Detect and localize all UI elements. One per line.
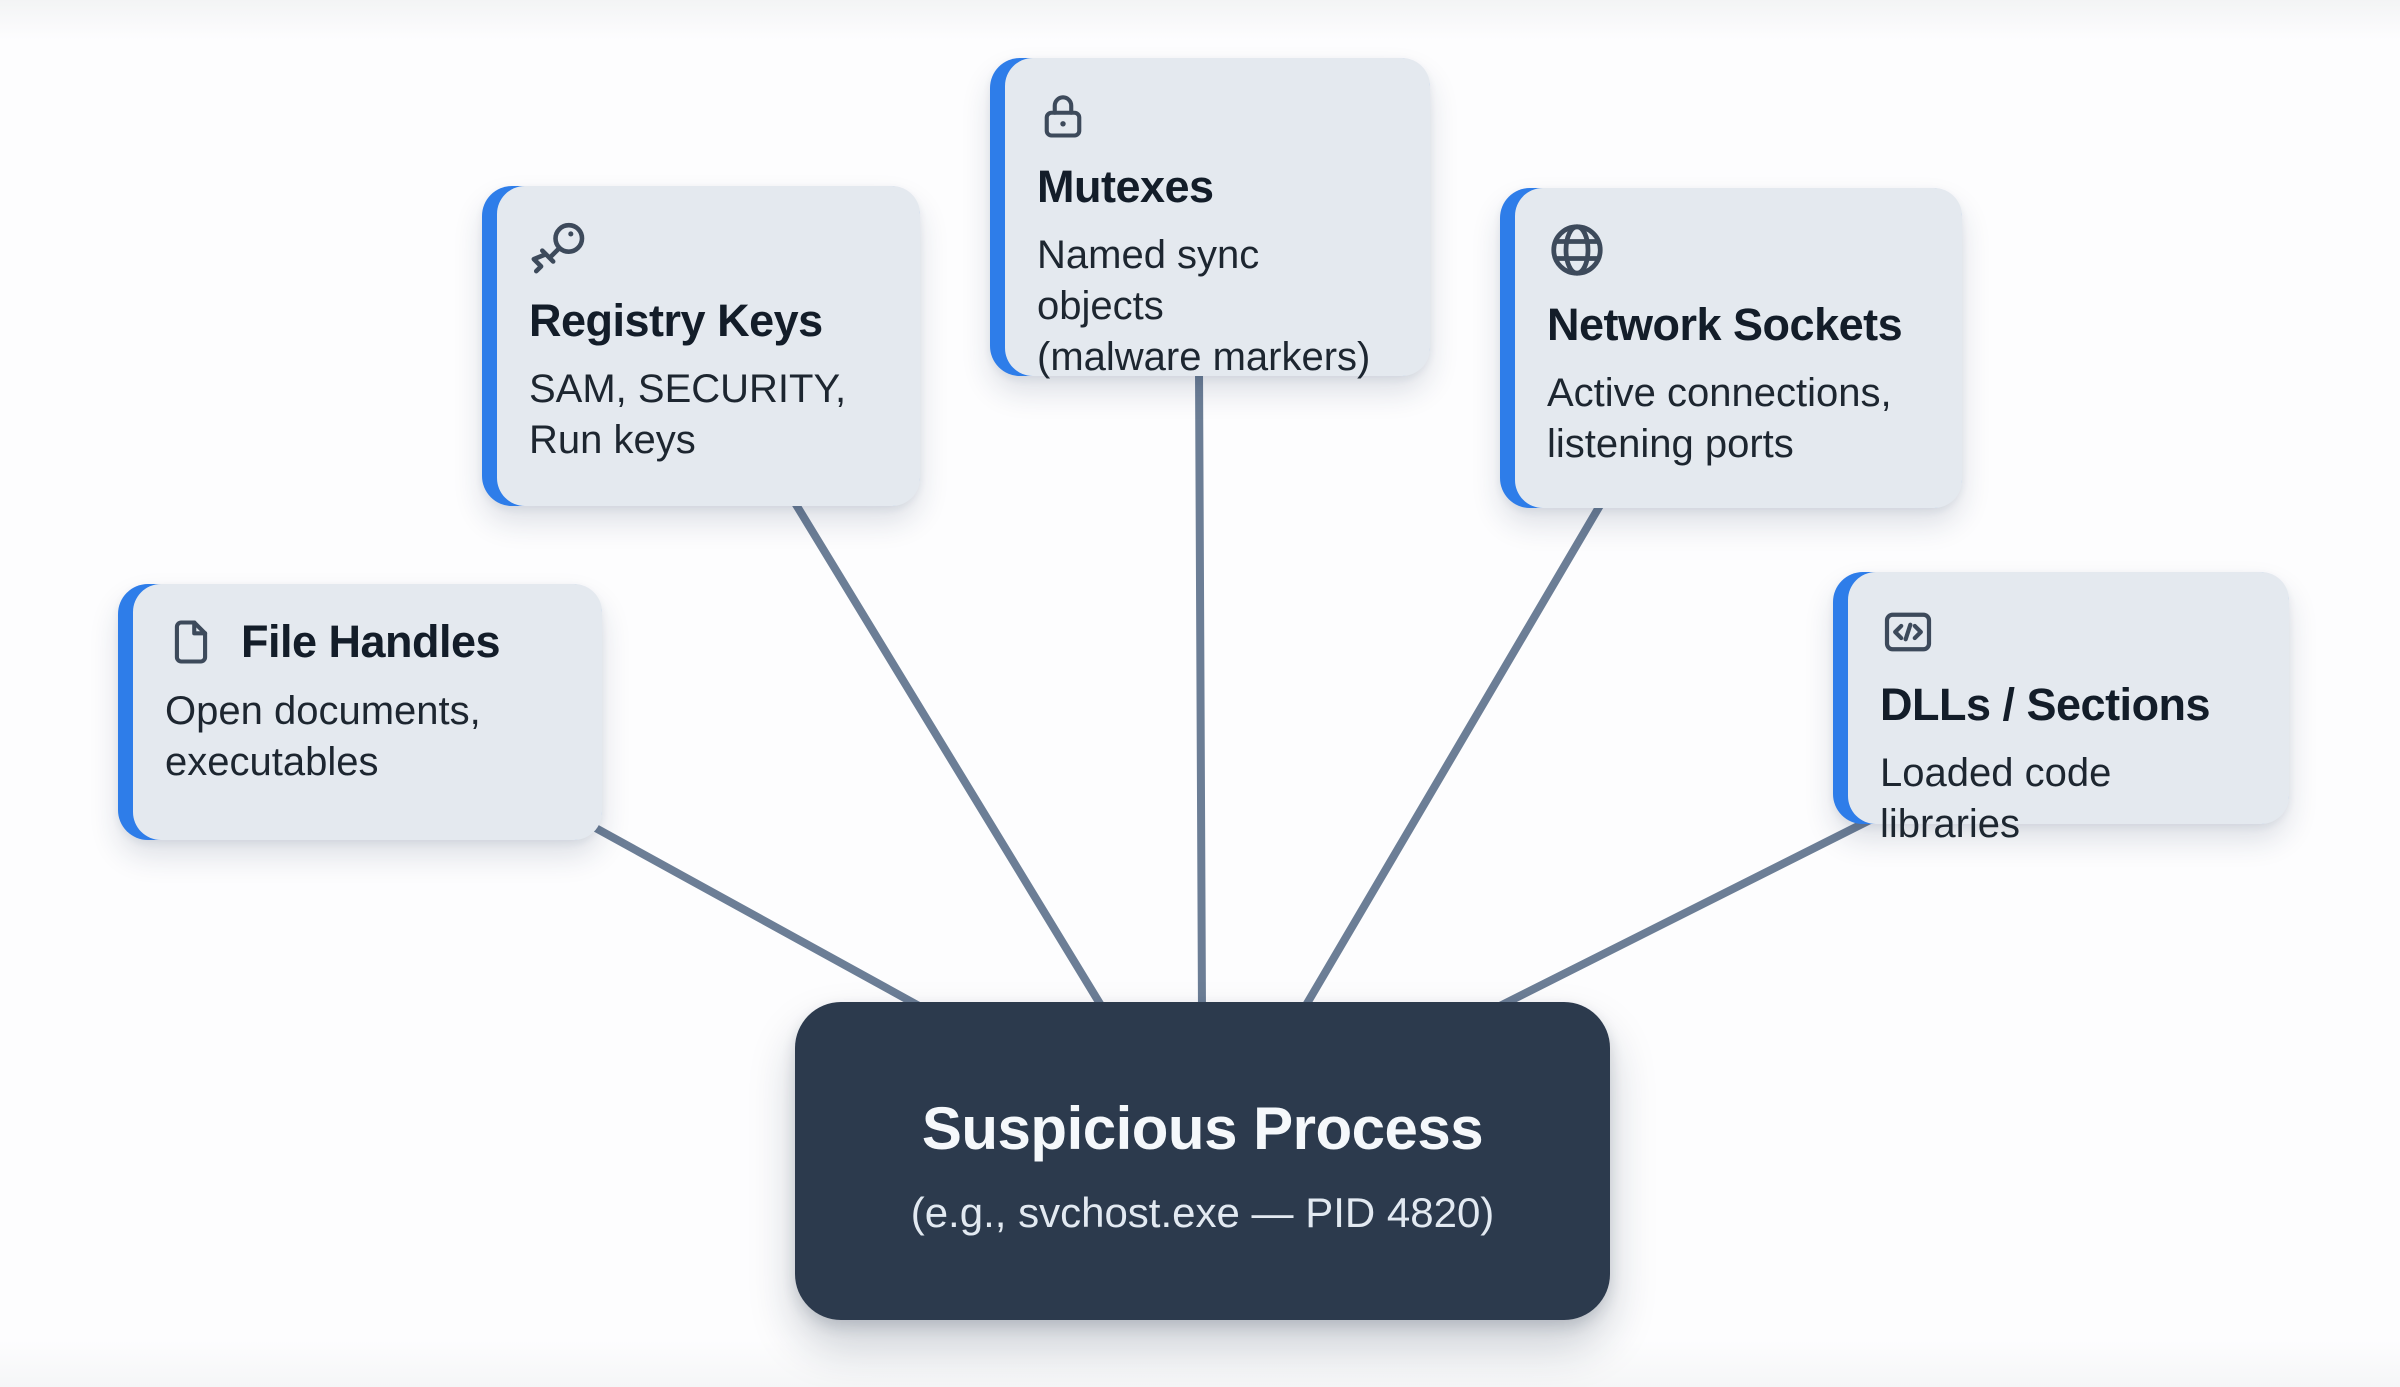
card-title: Registry Keys [529,295,823,346]
card-title: Network Sockets [1547,299,1903,350]
connector-dlls-sections [1484,814,1878,1016]
node-subtitle: (e.g., svchost.exe — PID 4820) [910,1188,1495,1236]
file-icon [165,616,217,668]
card-file-handles: File Handles Open documents, executables [118,584,602,840]
card-dlls-sections-body: DLLs / Sections Loaded code libraries [1848,572,2289,846]
connector-mutexes [1195,366,1206,1016]
card-description: Active connections, listening ports [1547,370,1892,466]
card-title: DLLs / Sections [1880,679,2211,730]
card-title: Mutexes [1037,161,1214,212]
suspicious-process-node: Suspicious Process (e.g., svchost.exe — … [795,1002,1610,1320]
connector-network-sockets [1298,498,1606,1016]
card-description: SAM, SECURITY, Run keys [529,366,847,462]
card-title: File Handles [241,616,501,668]
connector-registry-keys [788,494,1109,1016]
card-mutexes-body: Mutexes Named sync objects (malware mark… [1005,58,1430,379]
card-mutexes: Mutexes Named sync objects (malware mark… [990,58,1430,379]
code-icon [1880,604,2255,660]
card-file-handles-body: File Handles Open documents, executables [133,584,602,840]
card-network-sockets: Network Sockets Active connections, list… [1500,188,1962,508]
card-registry-keys-body: Registry Keys SAM, SECURITY, Run keys [497,186,920,506]
card-dlls-sections: DLLs / Sections Loaded code libraries [1833,572,2289,846]
card-description: Named sync objects (malware markers) [1037,232,1371,379]
node-title: Suspicious Process [921,1094,1484,1162]
card-description: Open documents, executables [165,689,481,785]
card-description: Loaded code libraries [1880,750,2112,846]
lock-icon [1037,90,1396,142]
card-network-sockets-body: Network Sockets Active connections, list… [1515,188,1962,508]
card-registry-keys: Registry Keys SAM, SECURITY, Run keys [482,186,920,506]
connector-file-handles [588,822,934,1016]
globe-icon [1547,220,1928,280]
key-icon [529,218,886,276]
